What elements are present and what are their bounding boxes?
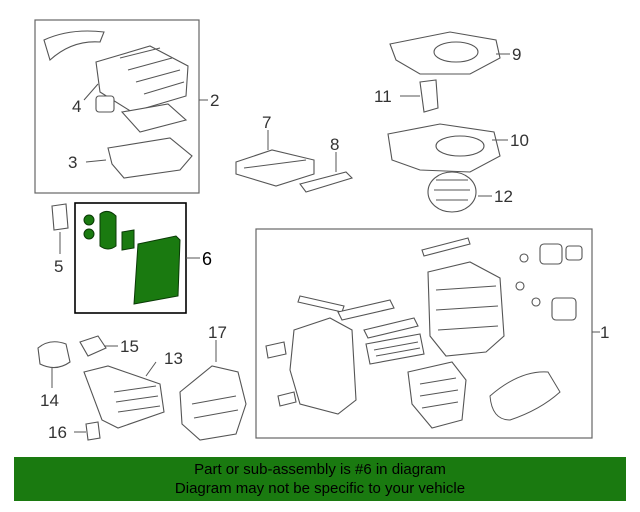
part-door-d: [365, 333, 425, 365]
part-duct-long: [421, 237, 471, 257]
part-lower-case-3: [107, 137, 193, 179]
part-hvac-case-left: [289, 317, 357, 415]
part-actuator-4: [95, 95, 115, 113]
callout-3: 3: [68, 153, 77, 172]
part-upper-case: [95, 45, 189, 113]
callout-11: 11: [374, 87, 392, 106]
part-actuator-11: [419, 79, 439, 113]
leader-13: [145, 361, 157, 377]
part-door-b: [337, 299, 395, 321]
callout-10: 10: [510, 131, 529, 150]
part-cowl-seal: [43, 30, 105, 61]
banner-line-2: Diagram may not be specific to your vehi…: [174, 480, 466, 497]
part-actuator-a: [539, 243, 563, 265]
part-hvac-case-right: [427, 261, 505, 357]
callout-15: 15: [120, 337, 139, 356]
part-clip-b: [515, 281, 525, 291]
callout-2: 2: [210, 91, 219, 110]
callout-4: 4: [72, 97, 81, 116]
part-clip-a: [519, 253, 529, 263]
group-frame-1: [255, 228, 593, 439]
part-clip-c: [531, 297, 541, 307]
part-heater-duct: [407, 361, 467, 429]
part-blower-motor-12: [427, 171, 477, 213]
callout-6: 6: [202, 249, 212, 269]
callout-14: 14: [40, 391, 59, 410]
callout-16: 16: [48, 423, 67, 442]
part-clip-16: [85, 421, 101, 441]
callout-5: 5: [54, 257, 63, 276]
callout-7: 7: [262, 113, 271, 132]
callout-1: 1: [600, 323, 609, 342]
part-bracket-15: [79, 335, 107, 357]
banner-line-1: Part or sub-assembly is #6 in diagram: [194, 461, 446, 478]
part-cabin-filter-7: [235, 149, 315, 187]
part-pin: [277, 391, 297, 407]
part-actuator-b: [565, 245, 583, 261]
callout-9: 9: [512, 45, 521, 64]
part-seal-14: [37, 341, 71, 369]
info-banner: Part or sub-assembly is #6 in diagram Di…: [14, 457, 626, 501]
leader-3: [85, 159, 107, 163]
leader-4: [83, 83, 99, 101]
group-frame-2: [34, 19, 200, 194]
part-door-8: [299, 171, 354, 193]
banner-background: [14, 457, 626, 501]
part-blower-opening: [433, 41, 479, 63]
part-door-c: [363, 317, 419, 339]
callout-17: 17: [208, 323, 227, 342]
part-expansion-valve-5: [51, 203, 69, 231]
part-wire-harness: [489, 371, 561, 421]
part-evaporator-6: [83, 210, 181, 305]
callout-8: 8: [330, 135, 339, 154]
part-blower-scroll: [435, 135, 485, 157]
callout-12: 12: [494, 187, 513, 206]
part-actuator-c: [551, 297, 577, 321]
callout-13: 13: [164, 349, 183, 368]
part-heater-core-13: [83, 365, 165, 429]
part-duct-17: [179, 365, 247, 441]
part-door-a: [297, 295, 345, 313]
part-connector: [265, 341, 287, 359]
part-filter-door: [120, 103, 188, 133]
